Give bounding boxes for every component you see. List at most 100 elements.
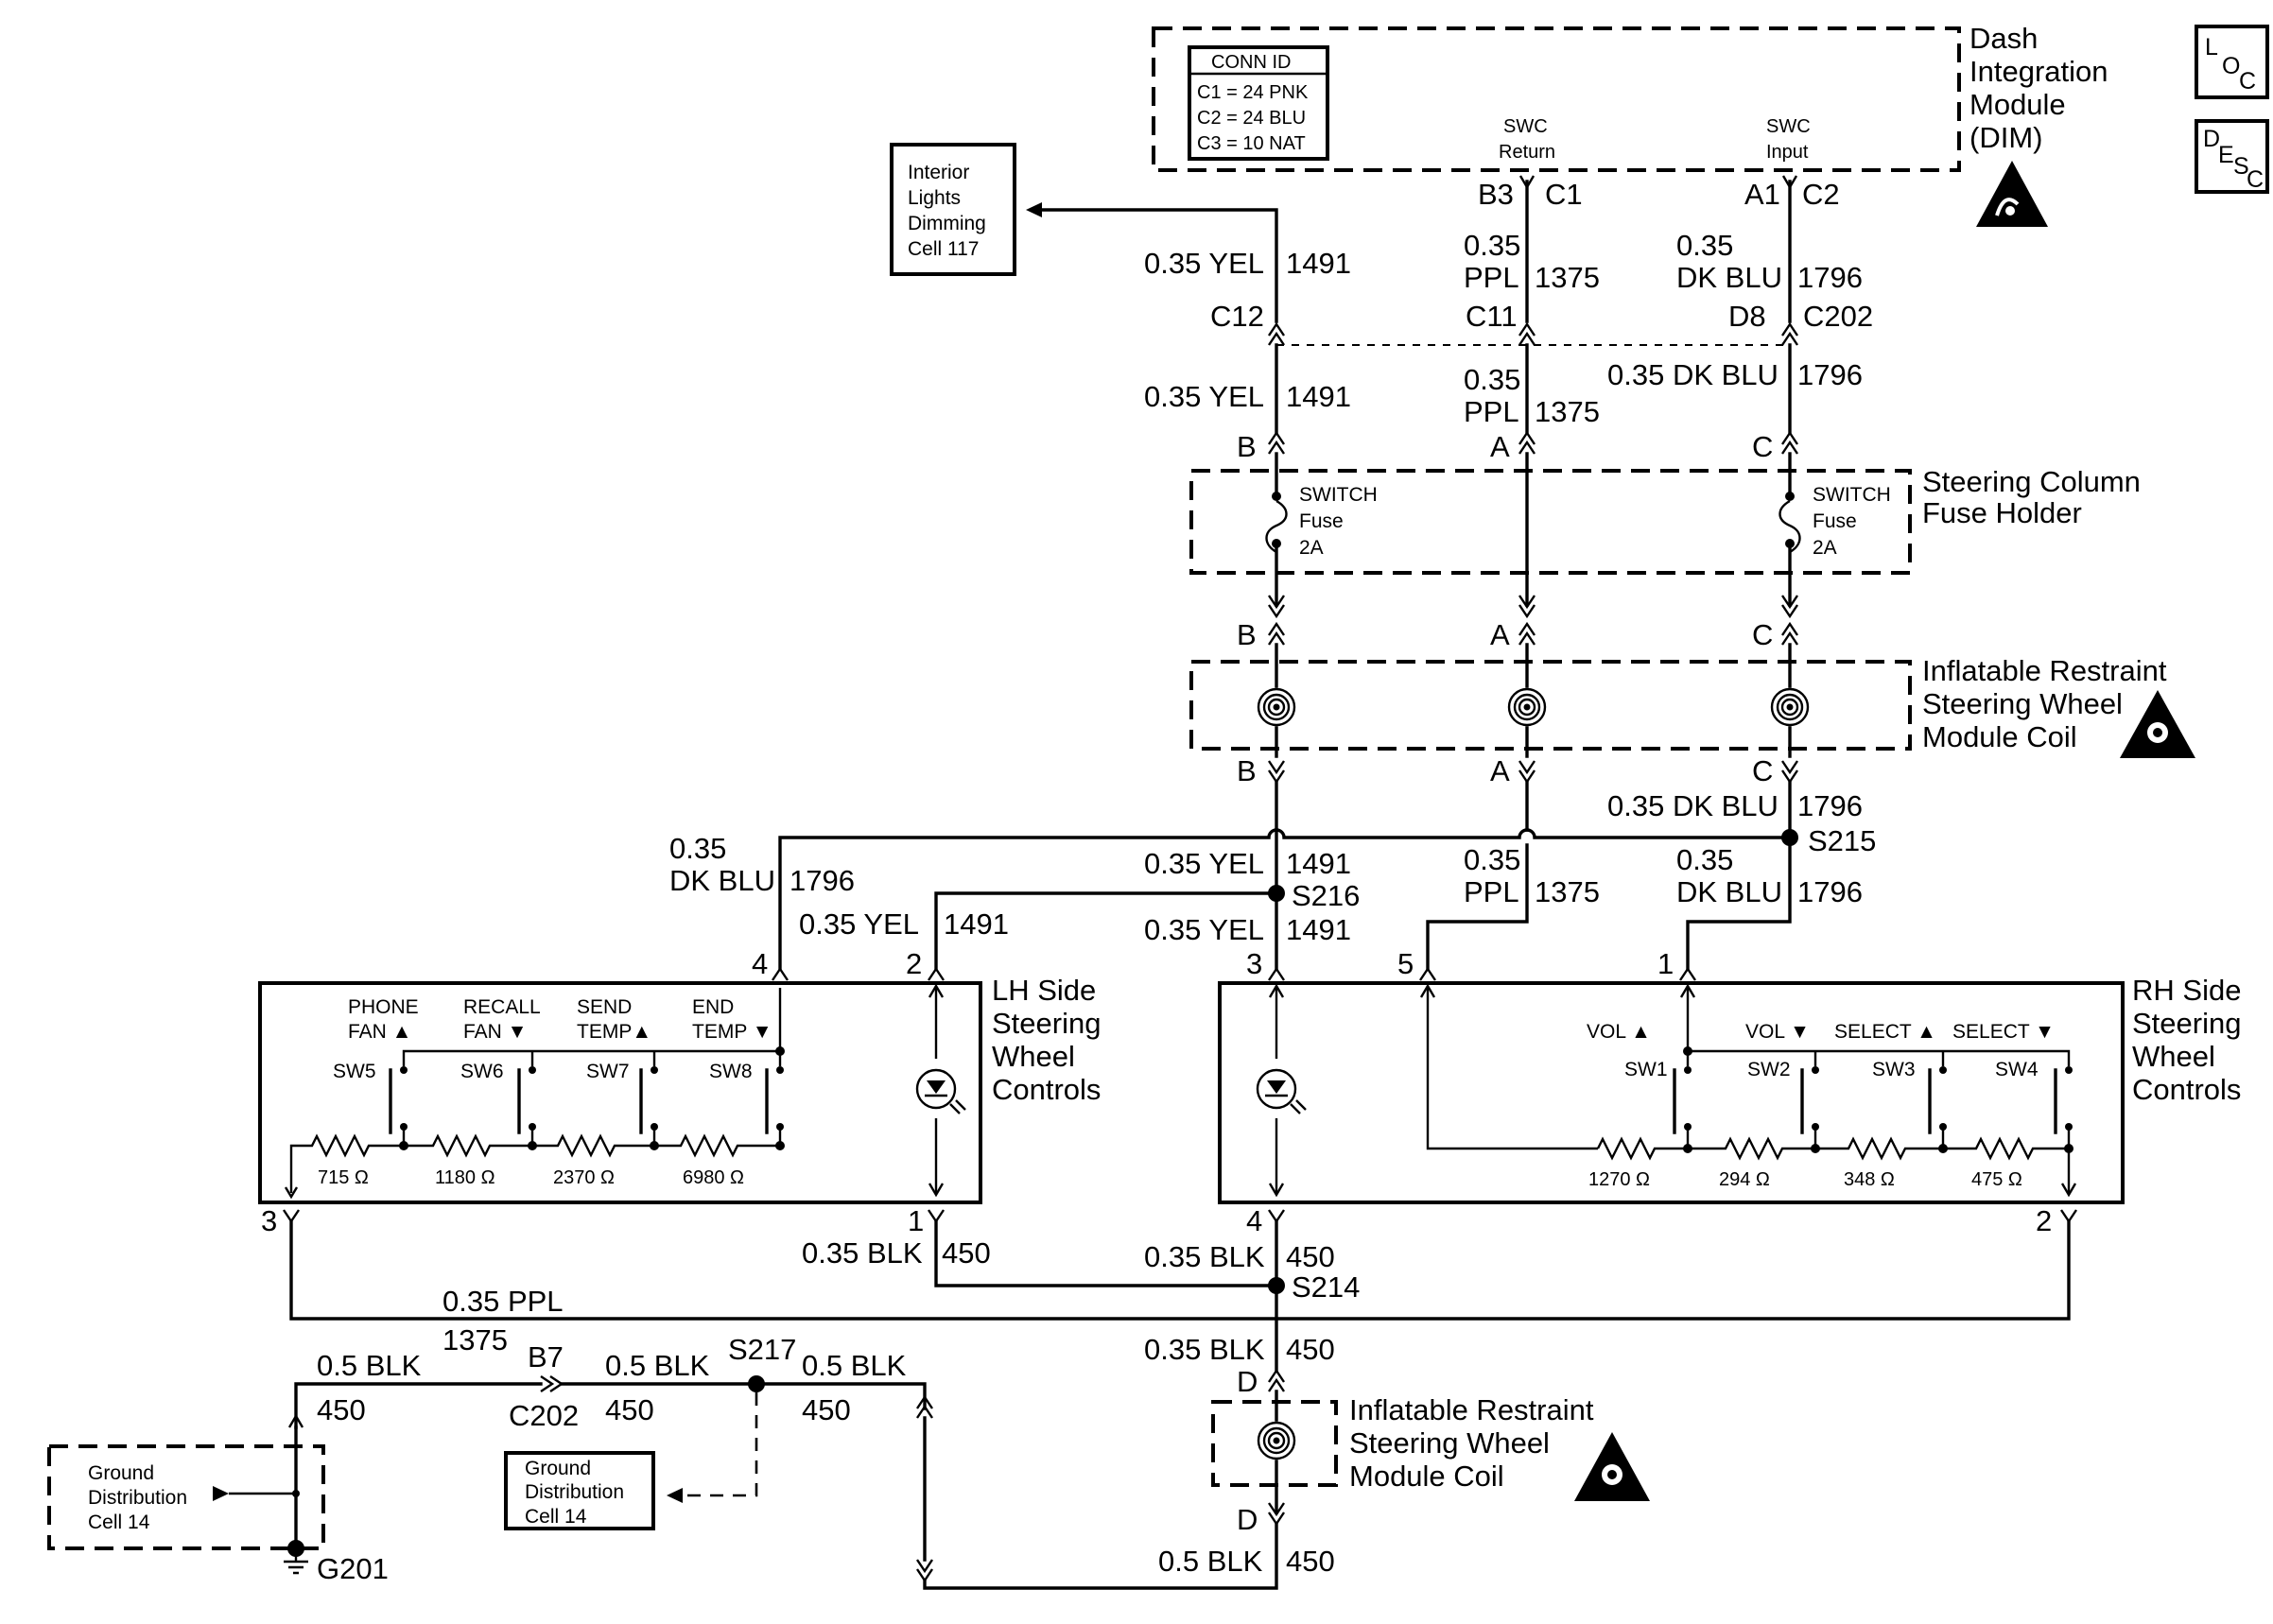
svg-text:TEMP▲: TEMP▲: [577, 1021, 651, 1043]
wire-label-yel-lh: 0.35 YEL: [799, 907, 919, 941]
svg-text:Distribution: Distribution: [525, 1481, 624, 1503]
svg-text:D: D: [2203, 126, 2220, 152]
swc-return-1: SWC: [1503, 116, 1548, 137]
svg-text:SWITCH: SWITCH: [1813, 484, 1891, 506]
dim-module: Dash Integration Module (DIM) CONN ID C1…: [1152, 22, 2108, 227]
conn-id-table: CONN ID C1 = 24 PNK C2 = 24 BLU C3 = 10 …: [1188, 45, 1329, 161]
svg-text:Cell 14: Cell 14: [88, 1512, 150, 1533]
conn-c202-bottom: C202: [509, 1399, 579, 1432]
svg-text:SW5: SW5: [333, 1061, 376, 1082]
desc-icon[interactable]: D E S C: [2195, 119, 2269, 194]
coil-bottom: Inflatable Restraint Steering Wheel Modu…: [1211, 1390, 1650, 1527]
dim-title-4: (DIM): [1969, 121, 2042, 154]
svg-text:SW1: SW1: [1624, 1059, 1668, 1080]
svg-text:475 Ω: 475 Ω: [1971, 1169, 2022, 1190]
wire-label-dkblu-3: 0.35 DK BLU: [1607, 789, 1778, 822]
wire-ckt-1796-3: 1796: [1797, 789, 1863, 822]
svg-text:PHONE: PHONE: [348, 996, 419, 1018]
svg-text:FAN ▲: FAN ▲: [348, 1021, 411, 1043]
svg-text:Fuse: Fuse: [1299, 510, 1344, 532]
wire-label-dkblu-size-4: 0.35: [1676, 843, 1733, 876]
pin-c-3: C: [1752, 754, 1773, 787]
svg-text:1270 Ω: 1270 Ω: [1588, 1169, 1650, 1190]
wire-ckt-1491-2: 1491: [1286, 380, 1351, 413]
wire-label-dkblu-size-top: 0.35: [1676, 229, 1733, 262]
splice-s214: S214: [1292, 1270, 1360, 1304]
svg-text:Distribution: Distribution: [88, 1487, 187, 1509]
svg-text:Steering: Steering: [2132, 1007, 2241, 1040]
loc-icon[interactable]: L O C: [2195, 25, 2269, 99]
wire-ckt-1491-top: 1491: [1286, 247, 1351, 280]
wire-label-dkblu-4: DK BLU: [1676, 875, 1782, 908]
svg-text:Ground: Ground: [525, 1458, 591, 1479]
wire-ckt-1796-lh: 1796: [789, 864, 855, 897]
wire-ckt-450-g2: 450: [605, 1393, 654, 1426]
wire-label-blk-lh: 0.35 BLK: [802, 1236, 923, 1270]
dim-conn-c1: C1: [1545, 178, 1583, 211]
wire-label-ppl-2: PPL: [1464, 395, 1519, 428]
wire-ckt-1491-3: 1491: [1286, 847, 1351, 880]
svg-text:715 Ω: 715 Ω: [318, 1167, 369, 1188]
wire-label-dkblu-2: 0.35 DK BLU: [1607, 358, 1778, 391]
svg-text:VOL ▼: VOL ▼: [1745, 1021, 1810, 1043]
arrow-icon: [1026, 202, 1042, 217]
wire-ckt-450-bottom: 450: [1286, 1545, 1335, 1578]
wire-label-yel-4: 0.35 YEL: [1144, 913, 1264, 946]
conn-d8: D8: [1728, 300, 1766, 333]
wire-label-blk05-bottom: 0.5 BLK: [1158, 1545, 1263, 1578]
wire-ckt-1375-bottom: 1375: [442, 1323, 508, 1356]
svg-text:2A: 2A: [1813, 537, 1837, 559]
svg-text:SW4: SW4: [1995, 1059, 2039, 1080]
splice-s217: S217: [728, 1333, 796, 1366]
wire-ckt-450-2: 450: [1286, 1333, 1335, 1366]
fuse-holder-top: Steering Column Fuse Holder SWITCH Fuse …: [1189, 452, 2141, 619]
svg-text:Lights: Lights: [908, 187, 961, 209]
wire-ckt-450-lh: 450: [942, 1236, 991, 1270]
swc-input-2: Input: [1766, 142, 1809, 163]
ground-circuit: 0.5 BLK 450 B7 C202 0.5 BLK 450 S217 0.5…: [47, 1333, 933, 1585]
lower-wires: [289, 1219, 2071, 1392]
svg-text:SW2: SW2: [1747, 1059, 1791, 1080]
svg-text:348 Ω: 348 Ω: [1844, 1169, 1895, 1190]
svg-text:RECALL: RECALL: [463, 996, 541, 1018]
airbag-warning-icon: [1574, 1432, 1650, 1501]
wire-label-yel-2: 0.35 YEL: [1144, 380, 1264, 413]
dim-title-1: Dash: [1969, 22, 2038, 55]
pin-d-2: D: [1237, 1503, 1258, 1536]
svg-text:Controls: Controls: [2132, 1073, 2241, 1106]
svg-text:END: END: [692, 996, 734, 1018]
svg-text:SW8: SW8: [709, 1061, 753, 1082]
swc-input-1: SWC: [1766, 116, 1811, 137]
svg-text:E: E: [2218, 142, 2234, 168]
wire-ckt-450-1: 450: [1286, 1240, 1335, 1273]
wire-ckt-1375-top: 1375: [1535, 261, 1600, 294]
svg-text:SW7: SW7: [586, 1061, 630, 1082]
wire-label-dkblu-size-lh: 0.35: [669, 832, 726, 865]
wire-ckt-1796-4: 1796: [1797, 875, 1863, 908]
wire-label-ppl-top: PPL: [1464, 261, 1519, 294]
wire-ckt-450-g3: 450: [802, 1393, 851, 1426]
middle-wires: [778, 780, 1798, 971]
svg-text:Fuse Holder: Fuse Holder: [1922, 496, 2082, 529]
wire-label-ppl-size-top: 0.35: [1464, 229, 1520, 262]
airbag-warning-icon: [2120, 690, 2195, 758]
wire-label-ppl-size-2: 0.35: [1464, 363, 1520, 396]
coil-icon: [1257, 1421, 1296, 1460]
lh-controls-module: LH Side Steering Wheel Controls PHONE FA…: [258, 974, 1101, 1204]
conn-c12: C12: [1210, 300, 1264, 333]
interior-lights-dimming-box: Interior Lights Dimming Cell 117: [890, 143, 1016, 276]
svg-text:VOL ▲: VOL ▲: [1587, 1021, 1651, 1043]
wire-label-blk-1: 0.35 BLK: [1144, 1240, 1265, 1273]
rh-controls-module: RH Side Steering Wheel Controls VOL ▲ VO…: [1218, 974, 2241, 1204]
wire-ckt-1375-3: 1375: [1535, 875, 1600, 908]
svg-text:LH Side: LH Side: [992, 974, 1096, 1007]
svg-text:RH Side: RH Side: [2132, 974, 2241, 1007]
splice-s215: S215: [1808, 824, 1876, 857]
svg-text:2370 Ω: 2370 Ω: [553, 1167, 615, 1188]
svg-text:Module Coil: Module Coil: [1922, 720, 2077, 753]
svg-text:Steering Wheel: Steering Wheel: [1349, 1426, 1550, 1460]
svg-text:Cell 117: Cell 117: [908, 238, 980, 260]
svg-text:294 Ω: 294 Ω: [1719, 1169, 1770, 1190]
svg-text:Dimming: Dimming: [908, 213, 986, 234]
svg-text:SW6: SW6: [460, 1061, 504, 1082]
